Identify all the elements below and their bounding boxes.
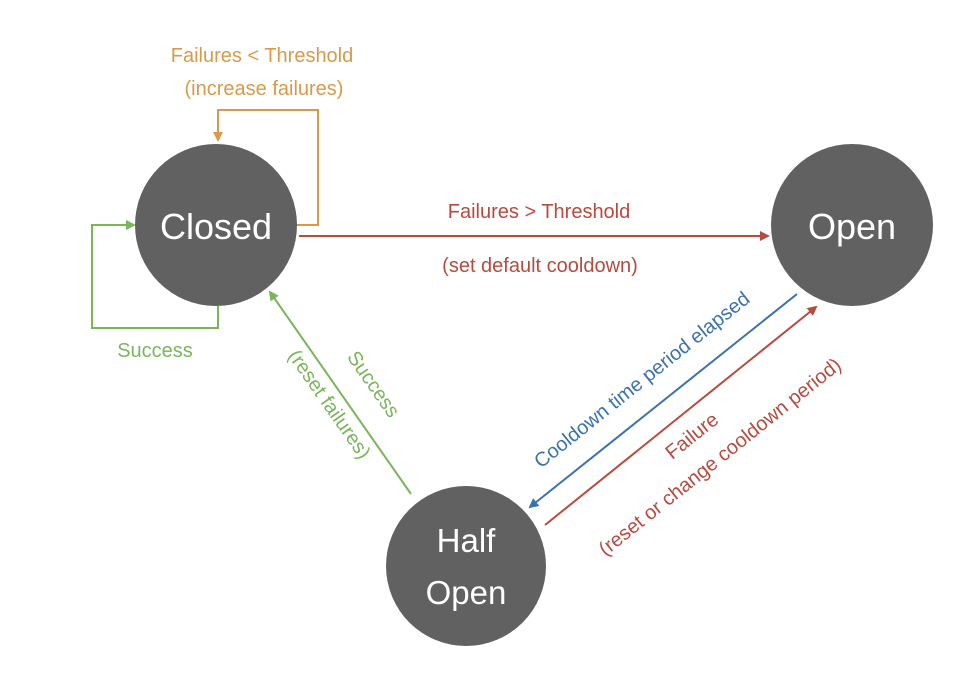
state-closed: Closed	[135, 144, 297, 306]
half-open-to-open-arrow	[544, 305, 818, 526]
state-half-open-label-2: Open	[426, 574, 507, 611]
state-closed-label: Closed	[160, 206, 272, 247]
state-open-label: Open	[808, 206, 896, 247]
state-open-circle	[771, 144, 933, 306]
state-half-open: Half Open	[386, 486, 546, 646]
closed-self-success-label: Success	[117, 340, 193, 362]
state-closed-circle	[135, 144, 297, 306]
closed-self-failure-arrow	[213, 109, 319, 226]
closed-self-failure-label-2: (increase failures)	[185, 78, 344, 100]
closed-self-success-arrow	[91, 220, 219, 329]
state-half-open-label-1: Half	[437, 522, 497, 559]
open-to-half-open-arrow	[528, 293, 798, 509]
half-open-to-closed-label-1: Success	[342, 347, 403, 422]
closed-self-failure-label-1: Failures < Threshold	[171, 45, 354, 67]
closed-to-open-label-2: (set default cooldown)	[442, 255, 638, 277]
closed-to-open-label-1: Failures > Threshold	[448, 201, 631, 223]
state-open: Open	[771, 144, 933, 306]
half-open-to-closed-arrow	[268, 290, 412, 495]
state-half-open-circle	[386, 486, 546, 646]
